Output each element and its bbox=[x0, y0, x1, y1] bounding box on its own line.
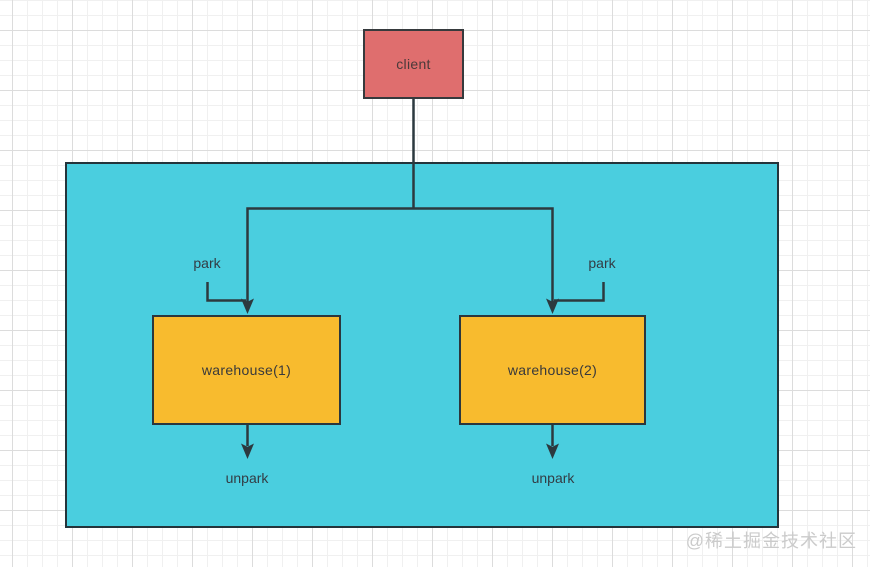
park-label-right: park bbox=[588, 255, 616, 271]
warehouse2-node: warehouse(2) bbox=[459, 315, 646, 425]
watermark-text: @稀土掘金技术社区 bbox=[685, 531, 857, 551]
client-node: client bbox=[363, 29, 464, 99]
client-node-label: client bbox=[396, 56, 431, 72]
park-label-left: park bbox=[193, 255, 221, 271]
warehouse1-node-label: warehouse(1) bbox=[201, 362, 292, 378]
unpark-label-right: unpark bbox=[531, 470, 575, 486]
warehouse2-node-label: warehouse(2) bbox=[507, 362, 598, 378]
unpark-label-left: unpark bbox=[225, 470, 269, 486]
warehouse1-node: warehouse(1) bbox=[152, 315, 341, 425]
